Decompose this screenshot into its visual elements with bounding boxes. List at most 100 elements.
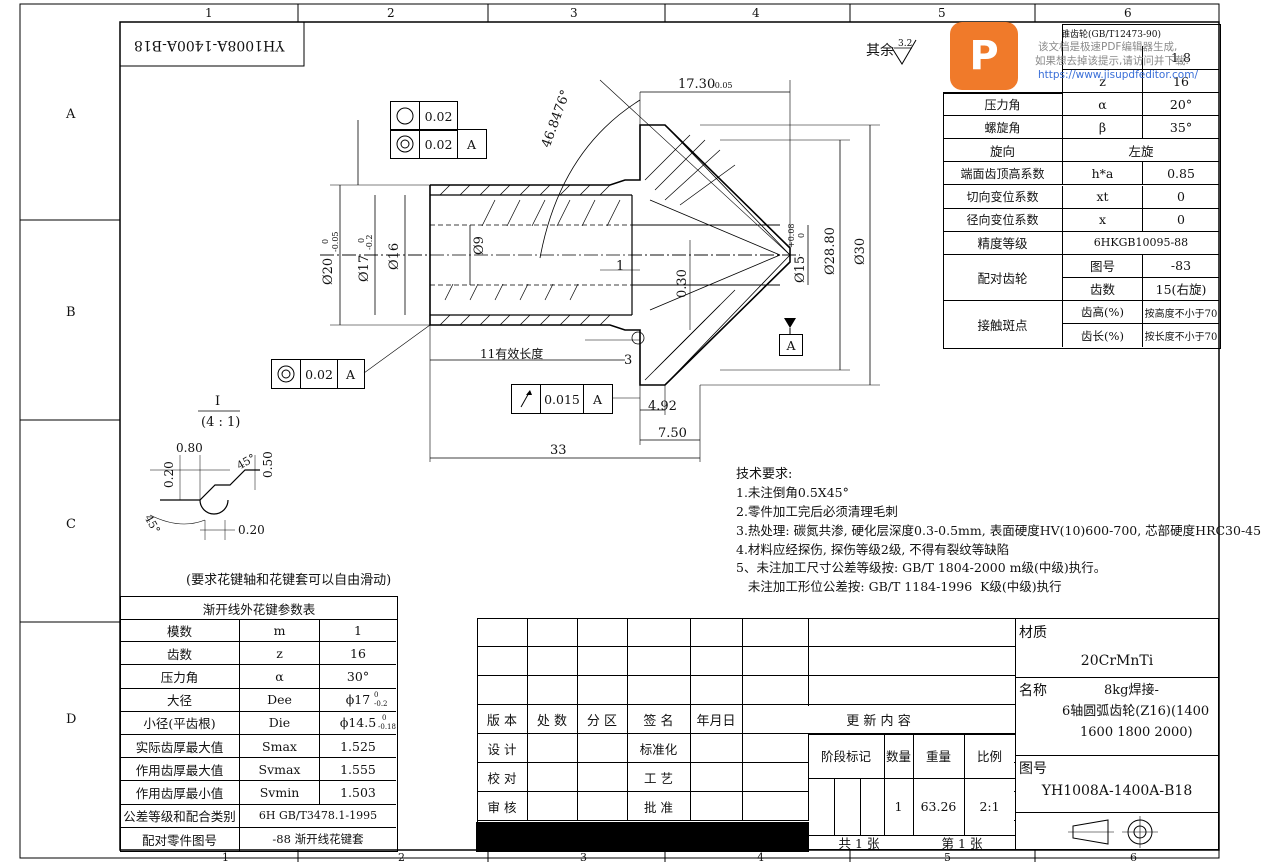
zone-row-a: A <box>66 107 76 122</box>
feature-frame-flatness: 0.02 <box>390 101 458 131</box>
value-ratio: 2:1 <box>979 799 1000 814</box>
mask-update-content <box>743 706 1014 733</box>
zone-col-2-top: 2 <box>387 6 395 20</box>
spline-row-value: 1.555 <box>320 758 396 782</box>
watermark-line-2: 如果想去掉该提示,请访问并下载: <box>1035 55 1189 67</box>
value-drawing-no: YH1008A-1400A-B18 <box>1041 783 1193 799</box>
datum-a-box: A <box>779 334 803 356</box>
spline-table: 渐开线外花键参数表 <box>120 596 398 852</box>
dee-tol-bot: -0.2 <box>374 699 388 708</box>
dim-d17-tol-bot: -0.2 <box>365 234 374 250</box>
revision-header: 处 数 <box>536 714 568 729</box>
frame3-value: 0.02 <box>301 360 338 388</box>
zone-row-d: D <box>66 712 77 727</box>
detail-dim-050: 0.50 <box>261 451 275 478</box>
detail-scale: (4 : 1) <box>201 415 241 430</box>
stage-col-2 <box>913 734 914 836</box>
circularity-icon <box>396 107 414 125</box>
pdf-editor-logo: P <box>950 22 1018 90</box>
gear-mate-key: 图号 <box>1063 254 1143 278</box>
spline-row-symbol: m <box>240 619 320 643</box>
dim-d20-tol-bot: -0.05 <box>331 231 340 252</box>
roughness-value: 3.2 <box>898 39 913 49</box>
tech-req-line-6: 未注加工形位公差按: GB/T 1184-1996 K级(中级)执行 <box>736 579 1062 594</box>
spline-row-symbol: Smax <box>240 735 320 759</box>
label-material: 材质 <box>1019 625 1047 641</box>
stage-box <box>808 734 1015 836</box>
zone-col-4-top: 4 <box>752 6 760 20</box>
gear-row-name: 压力角 <box>943 93 1063 117</box>
label-sheet-no: 第 1 张 <box>941 836 983 852</box>
watermark-link[interactable]: https://www.jisupdfeditor.com/ <box>1038 69 1198 81</box>
label-approve: 批 准 <box>644 800 673 815</box>
title-grid-row <box>477 734 1015 763</box>
zone-col-6-top: 6 <box>1124 6 1132 20</box>
spline-row-value: 16 <box>320 642 396 666</box>
gear-row-symbol <box>1063 46 1143 70</box>
spline-row-value: ϕ17 <box>320 689 396 712</box>
gear-row-symbol: β <box>1063 116 1143 140</box>
spline-row-value: 1.503 <box>320 781 396 805</box>
title-grid-right-edge <box>1015 618 1016 850</box>
zone-row-b: B <box>66 305 76 320</box>
spline-mating-label: 配对零件图号 <box>120 827 240 851</box>
dim-030: 0.30 <box>675 269 690 298</box>
spline-row-symbol: Die <box>240 711 320 735</box>
runout-value: 0.015 <box>541 385 584 413</box>
gear-contact-label: 接触斑点 <box>943 301 1063 348</box>
dim-top-length: 17.30 <box>678 77 716 92</box>
redaction-bar <box>476 822 809 852</box>
revision-header: 版 本 <box>486 714 518 729</box>
gear-table <box>943 24 1221 349</box>
gear-row-name: 端面齿顶高系数 <box>943 162 1063 186</box>
dim-effective-length: 11有效长度 <box>480 347 544 361</box>
gear-row-value: 20° <box>1143 93 1219 117</box>
spline-row-value: 30° <box>320 665 396 689</box>
spline-row-value: ϕ14.5 <box>320 712 396 735</box>
stage-col-4 <box>834 777 835 836</box>
gear-contact-val: 按高度不小于70 <box>1143 301 1219 325</box>
title-grid-col <box>577 618 578 821</box>
mask-stage-area <box>809 735 1014 849</box>
gear-row-symbol: xt <box>1063 185 1143 209</box>
title-grid-row <box>477 763 1015 792</box>
value-name-line-2: 6轴圆弧齿轮(Z16)(1400 <box>1062 704 1210 719</box>
spline-row-symbol: α <box>240 665 320 689</box>
spline-row-value: 1.525 <box>320 735 396 759</box>
spline-note: (要求花键轴和花键套可以自由滑动) <box>186 573 392 588</box>
zone-col-3-bottom: 3 <box>580 851 587 864</box>
stage-col-1 <box>884 734 885 836</box>
gear-row-value: 0 <box>1143 209 1219 232</box>
value-weight: 63.26 <box>920 799 957 814</box>
dim-d17: Ø17 <box>357 254 372 282</box>
detail-dim-020b: 0.20 <box>238 523 265 537</box>
title-grid-row <box>477 647 1015 676</box>
dim-3: 3 <box>624 353 633 368</box>
tech-req-line-3: 3.热处理: 碳氮共渗, 硬化层深度0.3-0.5mm, 表面硬度HV(10)6… <box>736 523 1261 538</box>
value-name-line-1: 8kg焊接- <box>1104 683 1159 698</box>
spline-tolerance-label: 公差等级和配合类别 <box>120 804 240 828</box>
dim-d20-tol-top: 0 <box>321 238 330 244</box>
tech-req-line-5: 5、未注加工尺寸公差等级按: GB/T 1804-2000 m级(中级)执行。 <box>736 560 1107 575</box>
gear-row-value: 35° <box>1143 116 1219 140</box>
gear-contact-key: 齿高(%) <box>1063 301 1143 325</box>
title-grid-col <box>527 618 528 821</box>
dim-d28: Ø28.80 <box>823 227 838 275</box>
label-check: 校 对 <box>487 771 517 786</box>
frame2-datum: A <box>466 136 477 152</box>
title-grid-row <box>477 792 1015 821</box>
dim-d30: Ø30 <box>853 237 868 265</box>
frame3-datum: A <box>345 366 356 382</box>
value-qty: 1 <box>894 799 903 814</box>
gear-row-value: 16 <box>1143 70 1219 94</box>
spline-row-name: 模数 <box>120 619 240 643</box>
dim-d9: Ø9 <box>472 236 487 255</box>
gear-row-name: 径向变位系数 <box>943 208 1063 232</box>
roughness-note: 其余 <box>866 43 894 59</box>
label-ratio: 比例 <box>976 749 1002 765</box>
revision-header: 年月日 <box>696 714 736 729</box>
die-tol-bot: -0.18 <box>378 722 396 731</box>
gear-row-value: 0 <box>1143 186 1219 209</box>
title-grid-row <box>477 676 1015 705</box>
title-grid-col <box>742 618 743 821</box>
